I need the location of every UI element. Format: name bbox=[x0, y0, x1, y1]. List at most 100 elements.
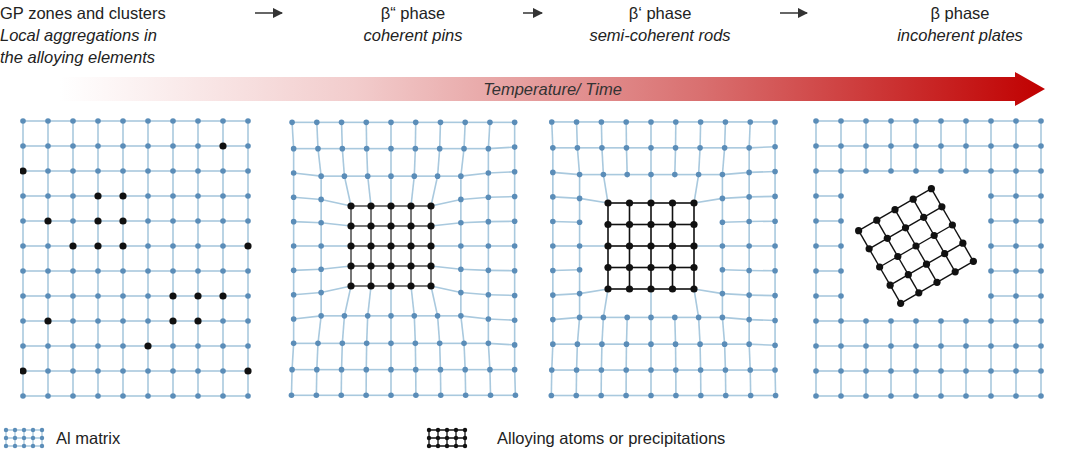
lattice-bond bbox=[577, 121, 602, 123]
matrix-atom bbox=[550, 145, 556, 151]
lattice-bond bbox=[553, 197, 580, 198]
alloying-atom bbox=[690, 285, 697, 292]
lattice-bond bbox=[148, 270, 173, 272]
lattice-bond bbox=[391, 315, 414, 317]
lattice-bond bbox=[431, 176, 438, 206]
lattice-bond bbox=[73, 345, 98, 347]
matrix-atom bbox=[746, 170, 752, 176]
lattice-bond bbox=[22, 321, 24, 346]
precipitate-atom bbox=[912, 242, 919, 249]
matrix-atom bbox=[20, 393, 26, 399]
matrix-atom bbox=[988, 268, 994, 274]
lattice-bond bbox=[865, 371, 867, 396]
lattice-bond bbox=[293, 246, 295, 270]
matrix-atom bbox=[220, 218, 226, 224]
matrix-atom bbox=[195, 118, 201, 124]
alloying-atom bbox=[669, 221, 676, 228]
matrix-atom bbox=[120, 143, 126, 149]
lattice-bond bbox=[73, 145, 98, 147]
lattice-bond bbox=[123, 270, 148, 272]
matrix-atom bbox=[913, 318, 919, 324]
phase-heading: β‘ phasesemi-coherent rods bbox=[555, 2, 765, 46]
lattice-bond bbox=[461, 173, 488, 176]
matrix-atom bbox=[624, 172, 630, 178]
matrix-atom bbox=[813, 318, 819, 324]
lattice-bond bbox=[916, 395, 941, 397]
lattice-bond bbox=[1015, 346, 1017, 371]
phase-name: β phase bbox=[855, 2, 1065, 24]
lattice-bond bbox=[122, 271, 124, 296]
lattice-bond bbox=[774, 172, 776, 197]
matrix-atom bbox=[988, 343, 994, 349]
matrix-atom bbox=[988, 143, 994, 149]
matrix-atom bbox=[988, 193, 994, 199]
lattice-bond bbox=[552, 172, 554, 197]
matrix-atom bbox=[220, 243, 226, 249]
alloying-atom bbox=[407, 202, 414, 209]
lattice-bond bbox=[22, 196, 24, 221]
lattice-bond bbox=[941, 170, 966, 172]
matrix-atom bbox=[963, 168, 969, 174]
lattice-bond bbox=[198, 145, 223, 147]
matrix-atom bbox=[291, 316, 297, 322]
matrix-atom bbox=[363, 120, 369, 126]
lattice-bond bbox=[749, 220, 775, 222]
lattice-bond bbox=[147, 246, 149, 271]
lattice-bond bbox=[223, 120, 248, 122]
lattice-bond bbox=[147, 146, 149, 171]
lattice-bond bbox=[123, 295, 148, 297]
matrix-atom bbox=[145, 143, 151, 149]
lattice-bond bbox=[294, 316, 321, 319]
lattice-bond bbox=[318, 149, 321, 176]
lattice-bond bbox=[318, 343, 342, 345]
lattice-bond bbox=[991, 345, 1016, 347]
lattice-bond bbox=[321, 223, 351, 226]
legend-atom bbox=[13, 428, 17, 432]
matrix-atom bbox=[772, 342, 778, 348]
lattice-bond bbox=[23, 295, 48, 297]
lattice-bond bbox=[48, 120, 73, 122]
matrix-atom bbox=[20, 143, 26, 149]
lattice-bond bbox=[579, 294, 581, 318]
lattice-bond bbox=[415, 370, 417, 396]
matrix-atom bbox=[70, 293, 76, 299]
precipitate-atom bbox=[938, 203, 945, 210]
lattice-bond bbox=[414, 175, 437, 177]
lattice-bond bbox=[991, 320, 1016, 322]
lattice-bond bbox=[552, 344, 553, 370]
lattice-bond bbox=[488, 295, 490, 319]
matrix-atom bbox=[339, 367, 345, 373]
lattice-bond bbox=[774, 196, 776, 221]
lattice-bond bbox=[650, 370, 652, 395]
lattice-bond bbox=[320, 223, 322, 246]
lattice-bond bbox=[22, 146, 24, 171]
alloying-atom bbox=[647, 199, 654, 206]
lattice-bond bbox=[651, 147, 676, 149]
lattice-bond bbox=[774, 271, 776, 296]
matrix-atom bbox=[315, 146, 321, 152]
lattice-bond bbox=[466, 395, 491, 397]
lattice-bond bbox=[431, 286, 461, 293]
legend-atom bbox=[427, 444, 431, 448]
lattice-bond bbox=[1016, 345, 1041, 347]
matrix-atom bbox=[673, 367, 679, 373]
matrix-atom bbox=[512, 218, 518, 224]
matrix-atom bbox=[720, 172, 726, 178]
precipitate-atom bbox=[959, 240, 966, 247]
lattice-bond bbox=[342, 369, 367, 371]
alloying-atom bbox=[387, 202, 394, 209]
matrix-atom bbox=[20, 293, 26, 299]
lattice-bond bbox=[840, 346, 842, 371]
lattice-bond bbox=[197, 121, 199, 146]
lattice-bond bbox=[147, 196, 149, 221]
lattice-bond bbox=[990, 196, 992, 221]
matrix-atom bbox=[413, 341, 419, 347]
lattice-bond bbox=[222, 346, 224, 371]
lattice-bond bbox=[198, 170, 223, 172]
lattice-bond bbox=[197, 296, 199, 321]
lattice-bond bbox=[840, 221, 842, 246]
matrix-atom bbox=[772, 243, 778, 249]
lattice-bond bbox=[991, 195, 1016, 197]
matrix-atom bbox=[1038, 118, 1044, 124]
lattice-bond bbox=[580, 198, 608, 203]
